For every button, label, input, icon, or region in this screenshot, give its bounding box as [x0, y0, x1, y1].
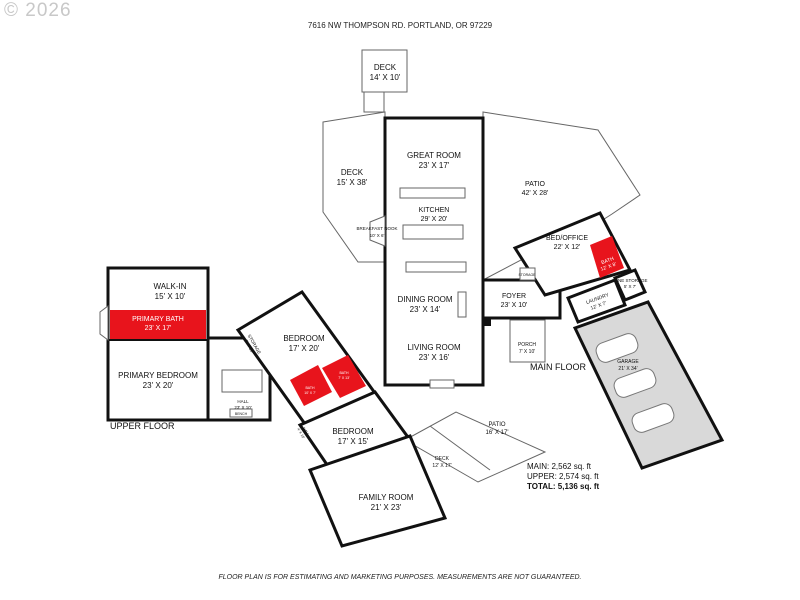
family-room-walls	[307, 434, 448, 548]
porch-dim: 7' X 10'	[519, 349, 535, 355]
breakfast-nook-dim: 10' X 6'	[370, 233, 385, 238]
garage-dim: 21' X 34'	[618, 366, 637, 372]
storage-upper-dim: 6' X 10'	[243, 339, 255, 354]
deck-stairs	[363, 91, 385, 113]
upper-sqft: UPPER: 2,574 sq. ft	[527, 472, 599, 481]
kitchen-dim: 29' X 20'	[421, 216, 448, 223]
primary-bedroom-dim: 23' X 20'	[143, 381, 174, 390]
bath-upper-2-fill	[322, 355, 366, 398]
patio-lower-dim: 16' X 17'	[486, 430, 509, 436]
great-room-dim: 23' X 17'	[419, 161, 450, 170]
deck-lower-label: DECK	[435, 456, 450, 462]
kitchen-counter	[399, 187, 466, 199]
great-room-label: GREAT ROOM	[407, 151, 461, 160]
bedroom-2-dim: 17' X 15'	[338, 437, 369, 446]
foyer-label: FOYER	[502, 293, 526, 300]
garage-label: GARAGE	[617, 359, 639, 365]
walk-in-dim: 15' X 10'	[155, 292, 186, 301]
deck-left-dim: 15' X 38'	[337, 178, 368, 187]
total-sqft: TOTAL: 5,136 sq. ft	[527, 482, 600, 491]
main-floor	[322, 49, 725, 483]
car-1	[595, 333, 639, 363]
car-3	[631, 403, 675, 433]
foyer-dim: 23' X 10'	[501, 302, 528, 309]
deck-lower-dim: 12' X 17'	[432, 463, 451, 469]
dining-label: DINING ROOM	[397, 295, 452, 304]
bedroom-2-label: BEDROOM	[332, 427, 374, 436]
dining-table	[457, 291, 467, 318]
storage-stairs-label: STORAGE	[518, 273, 536, 277]
patio-lower-label: PATIO	[488, 422, 505, 428]
storage-under-stairs	[519, 267, 536, 281]
porch-label: PORCH	[518, 342, 536, 348]
garage-cars	[595, 333, 675, 433]
bath-upper-1-label: BATH	[305, 386, 315, 390]
upper-stairs	[221, 369, 263, 393]
bath-upper-2-dim: 7' X 13'	[338, 376, 350, 380]
primary-bath-fill	[110, 310, 206, 340]
hall-small-dim: 4' X 15'	[296, 428, 305, 440]
car-2	[613, 368, 657, 398]
kitchen-island	[402, 224, 464, 240]
family-room-dim: 21' X 23'	[371, 503, 402, 512]
bath-upper-1-dim: 10' X 7'	[304, 391, 316, 395]
bedroom-1-label: BEDROOM	[283, 334, 325, 343]
bath-main-label: BATH	[601, 256, 616, 266]
primary-bedroom-label: PRIMARY BEDROOM	[118, 371, 198, 380]
dining-dim: 23' X 14'	[410, 305, 441, 314]
room-labels: DECK 14' X 10' DECK 15' X 38' GREAT ROOM…	[110, 63, 647, 512]
primary-bath-dim: 23' X 17'	[145, 325, 172, 332]
square-footage-summary: MAIN: 2,562 sq. ft UPPER: 2,574 sq. ft T…	[527, 462, 599, 492]
laundry-dim: 12' X 7'	[590, 300, 607, 311]
deck-top-outline	[361, 49, 408, 93]
property-address: 7616 NW THOMPSON RD. PORTLAND, OR 97229	[307, 21, 493, 30]
wine-storage-dim: 5' X 7'	[624, 284, 636, 289]
deck-patio-divider	[429, 425, 491, 471]
disclaimer: FLOOR PLAN IS FOR ESTIMATING AND MARKETI…	[218, 574, 582, 581]
wine-storage-walls	[612, 268, 648, 302]
main-floor-label: MAIN FLOOR	[530, 362, 587, 372]
walk-in-label: WALK-IN	[153, 282, 186, 291]
bath-main-fill	[590, 236, 624, 278]
bed-office-label: BED/OFFICE	[546, 235, 588, 242]
bed-office-dim: 22' X 12'	[554, 244, 581, 251]
deck-top-label: DECK	[374, 63, 397, 72]
foyer-column	[483, 318, 491, 326]
bedroom-1-dim: 17' X 20'	[289, 344, 320, 353]
hall-small-label: HALL	[302, 427, 310, 437]
bench-label: BENCH	[235, 412, 248, 416]
dining-buffet	[405, 261, 467, 273]
lower-deck-patio-outline	[403, 411, 547, 483]
porch-outline	[509, 319, 546, 363]
bath-upper-1-fill	[290, 365, 332, 406]
deck-left-label: DECK	[341, 168, 364, 177]
patio-main-label: PATIO	[525, 181, 546, 188]
bath-main-dim: 12' X 8'	[600, 261, 617, 272]
fireplace	[429, 379, 455, 389]
bench	[229, 408, 253, 418]
main-sqft: MAIN: 2,562 sq. ft	[527, 462, 592, 471]
deck-top-dim: 14' X 10'	[370, 73, 401, 82]
breakfast-nook-bay	[369, 215, 386, 247]
hall-upper-dim: 23' X 10'	[234, 405, 251, 410]
living-label: LIVING ROOM	[407, 343, 461, 352]
primary-bath-bay	[99, 305, 109, 341]
upper-floor	[99, 266, 448, 548]
primary-bath-label: PRIMARY BATH	[132, 316, 184, 323]
laundry-walls	[566, 278, 627, 324]
kitchen-label: KITCHEN	[419, 207, 450, 214]
copyright-watermark: © 2026	[4, 0, 72, 21]
breakfast-nook-label: BREAKFAST NOOK	[357, 226, 398, 231]
bath-upper-2-label: BATH	[339, 371, 349, 375]
wine-storage-label: WINE STORAGE	[613, 278, 648, 283]
living-dim: 23' X 16'	[419, 353, 450, 362]
patio-main-dim: 42' X 28'	[522, 190, 549, 197]
hall-upper-label: HALL	[237, 399, 249, 404]
primary-suite-walls	[106, 266, 210, 422]
upper-floor-label: UPPER FLOOR	[110, 421, 175, 431]
family-room-label: FAMILY ROOM	[359, 493, 414, 502]
